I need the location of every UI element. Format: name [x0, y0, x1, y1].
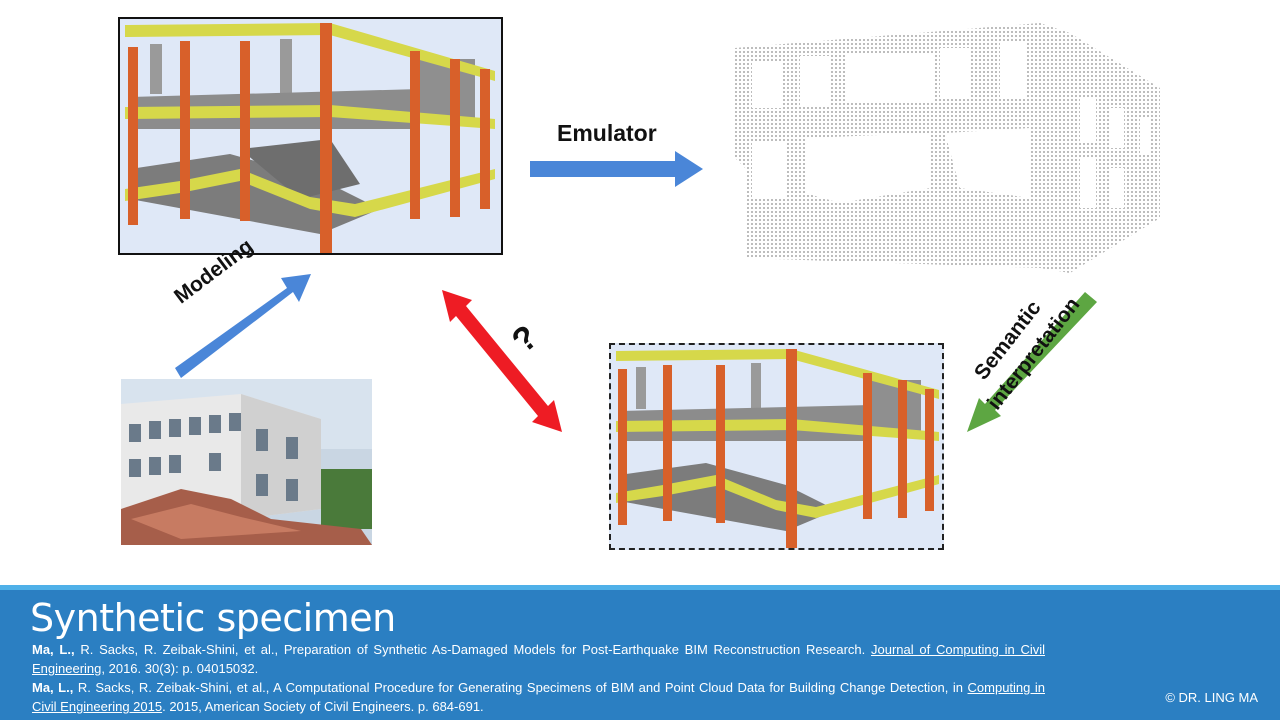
slide-title: Synthetic specimen [30, 596, 396, 640]
reconstructed-model-drawing [611, 345, 942, 548]
comparison-double-arrow [440, 288, 565, 436]
reference-2-text-b: . 2015, American Society of Civil Engine… [162, 699, 484, 714]
reference-2-author: Ma, L., [32, 680, 73, 695]
reference-2-text-a: R. Sacks, R. Zeibak-Shini, et al., A Com… [73, 680, 967, 695]
damaged-building-photo [121, 379, 372, 545]
reconstructed-model-image [609, 343, 944, 550]
footer-accent-line [0, 585, 1280, 590]
copyright-notice: © DR. LING MA [1165, 690, 1258, 705]
bim-model-image [118, 17, 503, 255]
reference-1-author: Ma, L., [32, 642, 75, 657]
reference-2: Ma, L., R. Sacks, R. Zeibak-Shini, et al… [32, 678, 1045, 716]
reference-1-text-b: , 2016. 30(3): p. 04015032. [101, 661, 258, 676]
emulator-arrow [530, 151, 705, 187]
emulator-label: Emulator [557, 120, 657, 147]
reference-1-text-a: R. Sacks, R. Zeibak-Shini, et al., Prepa… [75, 642, 871, 657]
reference-1: Ma, L., R. Sacks, R. Zeibak-Shini, et al… [32, 640, 1045, 678]
point-cloud-image [730, 18, 1170, 278]
bim-model-drawing [120, 19, 501, 253]
